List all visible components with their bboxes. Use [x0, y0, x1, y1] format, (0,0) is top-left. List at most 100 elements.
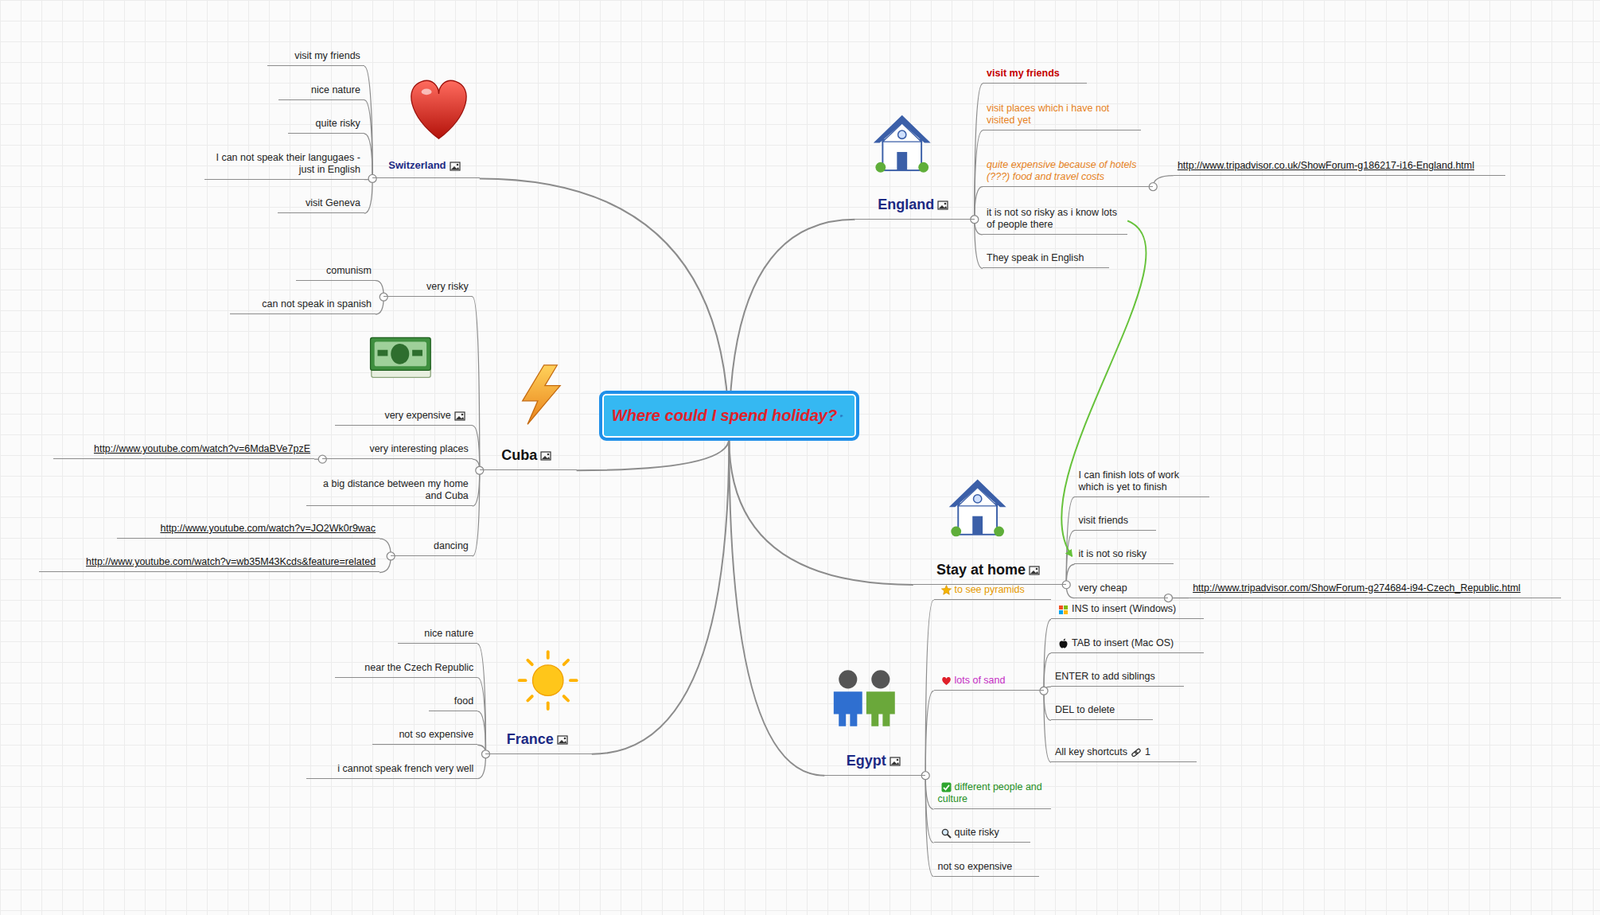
svg-circle — [1035, 568, 1039, 571]
svg-line — [564, 660, 569, 665]
svg-rect — [1063, 605, 1068, 610]
branch-line — [364, 133, 373, 179]
svg-rect — [370, 337, 432, 370]
svg-path — [1030, 570, 1039, 574]
svg-circle — [871, 669, 890, 689]
topic-text: INS to insert (Windows) — [1071, 603, 1176, 615]
svg-path — [840, 414, 843, 417]
subtopic: can not speak in spanish — [229, 298, 376, 315]
link-topic: http://www.tripadvisor.com/ShowForum-g27… — [1188, 582, 1562, 599]
main-topic: Egypt — [824, 752, 926, 776]
topic-text: nice nature — [311, 84, 361, 96]
branch-line — [1043, 690, 1052, 763]
branch-line — [974, 83, 983, 220]
svg-rect — [412, 350, 423, 357]
branch-line — [576, 438, 730, 471]
svg-rect — [941, 782, 951, 793]
subtopic: it is not so risky — [1074, 548, 1173, 565]
svg-path — [938, 205, 947, 209]
heart-picture — [411, 80, 467, 139]
branch-line — [472, 470, 480, 557]
img-icon — [449, 161, 461, 172]
svg-path — [942, 677, 951, 686]
svg-line — [527, 660, 532, 665]
subtopic: nice nature — [278, 84, 365, 101]
subtopic: i cannot speak french very well — [306, 763, 478, 779]
topic-text: it is not so risky — [1078, 548, 1146, 560]
apple-icon — [1058, 638, 1069, 649]
topic-text: not so expensive — [938, 860, 1013, 873]
subtopic: dancing — [390, 540, 473, 557]
svg-rect — [450, 162, 460, 171]
branch-line — [477, 711, 486, 755]
svg-rect — [541, 451, 551, 460]
img-icon — [454, 411, 466, 421]
topic-text: Switzerland — [388, 159, 446, 172]
money-picture — [370, 337, 432, 378]
subtopic: not so expensive — [372, 728, 478, 745]
svg-line — [519, 678, 526, 682]
branch-line — [1043, 618, 1052, 691]
win-icon — [1058, 604, 1069, 616]
topic-text: food — [454, 695, 474, 707]
subtopic: INS to insert (Windows) — [1051, 603, 1204, 619]
img-icon — [1028, 565, 1040, 576]
svg-path — [1059, 640, 1068, 648]
branch-line — [1066, 530, 1075, 585]
collapse-dot — [1148, 182, 1157, 191]
subtopic: a big distance between my home and Cuba — [306, 478, 473, 507]
img-icon — [540, 451, 552, 461]
svg-polygon — [522, 365, 561, 425]
branch-line — [974, 219, 983, 269]
svg-rect — [455, 412, 465, 421]
people-picture — [833, 669, 896, 727]
house-picture — [873, 115, 931, 173]
topic-text: quite expensive because of hotels (???) … — [986, 159, 1137, 183]
topic-text: England — [877, 196, 935, 213]
subtopic: visit my friends — [267, 50, 365, 67]
main-topic: Stay at home — [913, 561, 1067, 585]
collapse-dot — [386, 552, 395, 561]
subtopic: quite risky — [934, 826, 1032, 843]
subtopic: visit places which i have not visited ye… — [982, 102, 1141, 131]
collapse-dot — [1163, 594, 1172, 603]
svg-polygon — [941, 585, 951, 596]
svg-circle — [838, 669, 857, 689]
svg-path — [455, 416, 464, 420]
subtopic: visit friends — [1074, 514, 1157, 531]
subtopic: TAB to insert (Mac OS) — [1051, 637, 1204, 654]
subtopic: not so expensive — [934, 860, 1040, 877]
svg-circle — [460, 412, 464, 416]
collapse-dot — [379, 292, 388, 301]
link-topic: http://www.youtube.com/watch?v=6MdaBVe7p… — [53, 443, 315, 460]
collapse-dot — [318, 455, 327, 464]
topic-text: ENTER to add siblings — [1054, 670, 1156, 682]
branch-line — [591, 438, 730, 755]
svg-rect — [557, 735, 568, 744]
note-icon — [840, 410, 844, 422]
topic-text: visit my friends — [986, 67, 1060, 79]
svg-line — [946, 833, 950, 837]
topic-text: very cheap — [1078, 582, 1127, 594]
svg-rect — [1058, 605, 1063, 610]
topic-text: DEL to delete — [1054, 704, 1115, 716]
subtopic: lots of sand — [934, 674, 1045, 691]
svg-circle — [547, 453, 550, 456]
subtopic: food — [428, 695, 479, 712]
svg-circle — [944, 202, 947, 206]
subtopic: They speak in English — [982, 252, 1110, 269]
topic-text: Egypt — [846, 752, 887, 769]
svg-circle — [532, 665, 563, 696]
central-topic: Where could I spend holiday? — [599, 390, 860, 441]
collapse-dot — [921, 771, 930, 780]
img-icon — [937, 200, 949, 211]
branch-line — [1043, 653, 1052, 691]
svg-g — [519, 651, 577, 709]
topic-text: visit places which i have not visited ye… — [986, 102, 1110, 126]
subtopic: visit Geneva — [277, 197, 365, 214]
branch-line — [364, 66, 373, 179]
branch-line — [1043, 690, 1052, 721]
topic-text: visit friends — [1078, 514, 1129, 526]
topic-text: http://www.tripadvisor.com/ShowForum-g27… — [1192, 582, 1521, 594]
